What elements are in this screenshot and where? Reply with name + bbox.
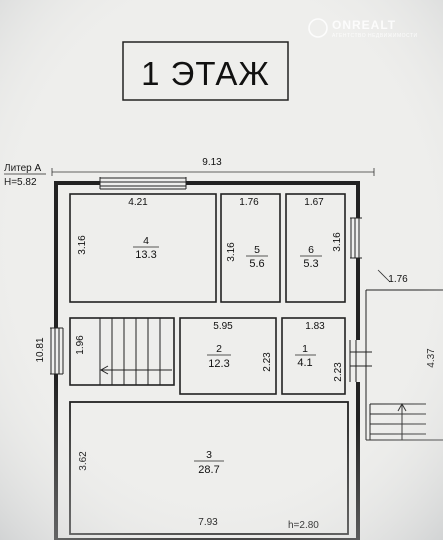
- room-2-width: 5.95: [213, 321, 233, 332]
- room-6-number: 6: [308, 244, 314, 256]
- room-4: [69, 193, 217, 303]
- room-2-height: 2.23: [262, 352, 273, 372]
- entrance-door: [349, 340, 372, 382]
- room-5-height: 3.16: [226, 242, 237, 262]
- height-label: Н=5.82: [4, 177, 37, 188]
- room-4-number: 4: [143, 235, 149, 247]
- room-1-height: 2.23: [333, 362, 344, 382]
- watermark: ONREALT АГЕНТСТВО НЕДВИЖИМОСТИ: [308, 18, 418, 39]
- exterior-wall: [54, 181, 360, 540]
- room-4-height: 3.16: [77, 235, 88, 255]
- porch-width: 1.76: [388, 274, 408, 285]
- room-5-width: 1.76: [239, 197, 259, 208]
- room-3-height: 3.62: [78, 451, 89, 471]
- room-3-number: 3: [206, 449, 212, 461]
- room-2-number: 2: [216, 343, 222, 355]
- room-1-width: 1.83: [305, 321, 325, 332]
- overall-width: 9.13: [202, 157, 222, 168]
- room-6-width: 1.67: [304, 197, 324, 208]
- room-1-number: 1: [302, 343, 308, 355]
- room-4-area: 13.3: [135, 249, 156, 261]
- room-1-area: 4.1: [297, 357, 312, 369]
- window-left: [50, 327, 64, 375]
- room-3-width: 7.93: [198, 517, 218, 528]
- window-right: [350, 217, 362, 259]
- stair-dimension: 1.96: [75, 335, 86, 355]
- room-5-area: 5.6: [249, 258, 264, 270]
- watermark-tagline: АГЕНТСТВО НЕДВИЖИМОСТИ: [332, 33, 418, 39]
- floor-title: 1 ЭТАЖ: [141, 55, 270, 92]
- room-5-number: 5: [254, 244, 260, 256]
- staircase: [99, 318, 172, 385]
- watermark-name: ONREALT: [332, 18, 396, 32]
- room-3-area: 28.7: [198, 464, 219, 476]
- overall-height: 10.81: [35, 337, 46, 362]
- room-2-area: 12.3: [208, 358, 229, 370]
- liter-label: Литер А: [4, 163, 42, 174]
- ceiling-height: h=2.80: [288, 520, 319, 531]
- room-4-width: 4.21: [128, 197, 148, 208]
- window-top: [99, 177, 187, 190]
- room-6-height: 3.16: [332, 232, 343, 252]
- porch-height: 4.37: [426, 348, 437, 368]
- room-6-area: 5.3: [303, 258, 318, 270]
- watermark-logo-icon: [308, 18, 328, 38]
